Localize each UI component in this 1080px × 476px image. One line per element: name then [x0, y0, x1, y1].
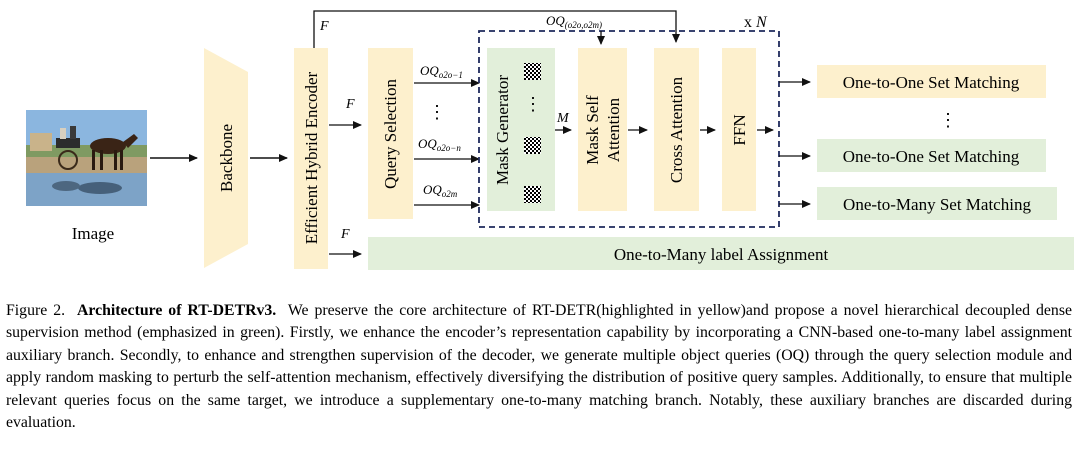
f-label-bottom: F — [340, 227, 350, 242]
architecture-diagram: Image Backbone Efficient Hybrid Encoder … — [26, 10, 1074, 270]
one-to-many-assignment-block: One-to-Many label Assignment — [368, 237, 1074, 270]
output-label-1: One-to-One Set Matching — [843, 73, 1020, 92]
output-one-to-one-1: One-to-One Set Matching — [817, 65, 1046, 98]
f-label-middle: F — [345, 97, 355, 112]
output-one-to-one-2: One-to-One Set Matching — [817, 139, 1046, 172]
mask-icon-1 — [524, 63, 541, 80]
image-label: Image — [72, 224, 114, 243]
encoder-label: Efficient Hybrid Encoder — [302, 71, 321, 244]
input-image — [26, 110, 147, 206]
output-vdots: ⋮ — [939, 110, 957, 130]
output-label-2: One-to-One Set Matching — [843, 147, 1020, 166]
oq-top-label: OQ(o2o,o2m) — [546, 13, 602, 30]
repeat-label: x N — [744, 14, 768, 31]
output-one-to-many: One-to-Many Set Matching — [817, 187, 1057, 220]
mask-icon-2 — [524, 137, 541, 154]
mask-self-attention-line1: Mask Self — [583, 95, 602, 165]
query-selection-block: Query Selection — [368, 48, 413, 219]
output-label-3: One-to-Many Set Matching — [843, 195, 1031, 214]
cross-attention-label: Cross Attention — [667, 76, 686, 183]
efficient-hybrid-encoder-block: Efficient Hybrid Encoder — [294, 48, 328, 269]
ffn-label: FFN — [730, 114, 749, 145]
m-label: M — [556, 111, 570, 126]
mask-self-attention-block: Mask Self Attention — [578, 48, 627, 211]
mask-icon-3 — [524, 186, 541, 203]
oq-o2o-n-label: OQo2o−n — [418, 136, 461, 153]
caption-text: We preserve the core architecture of RT-… — [6, 302, 1072, 432]
mask-self-attention-line2: Attention — [604, 97, 623, 162]
f-label-top: F — [319, 19, 329, 34]
backbone-label: Backbone — [217, 124, 236, 192]
oq-o2o-1-label: OQo2o−1 — [420, 63, 463, 80]
mask-vdots: ⋮ — [524, 94, 542, 114]
figure-title: Architecture of RT-DETRv3. — [76, 302, 277, 319]
ffn-block: FFN — [722, 48, 756, 211]
mask-generator-block: Mask Generator ⋮ — [487, 48, 555, 211]
cross-attention-block: Cross Attention — [654, 48, 699, 211]
oq-vdots: ⋮ — [428, 102, 446, 122]
decoder-repeat-region — [478, 30, 780, 228]
figure-number: Figure 2. — [6, 302, 66, 319]
one-to-many-assignment-label: One-to-Many label Assignment — [614, 245, 829, 264]
mask-generator-label: Mask Generator — [493, 75, 512, 185]
oq-o2m-label: OQo2m — [423, 182, 458, 199]
figure-caption: Figure 2. Architecture of RT-DETRv3. We … — [6, 300, 1072, 434]
query-selection-label: Query Selection — [381, 79, 400, 189]
backbone-block: Backbone — [204, 48, 248, 268]
